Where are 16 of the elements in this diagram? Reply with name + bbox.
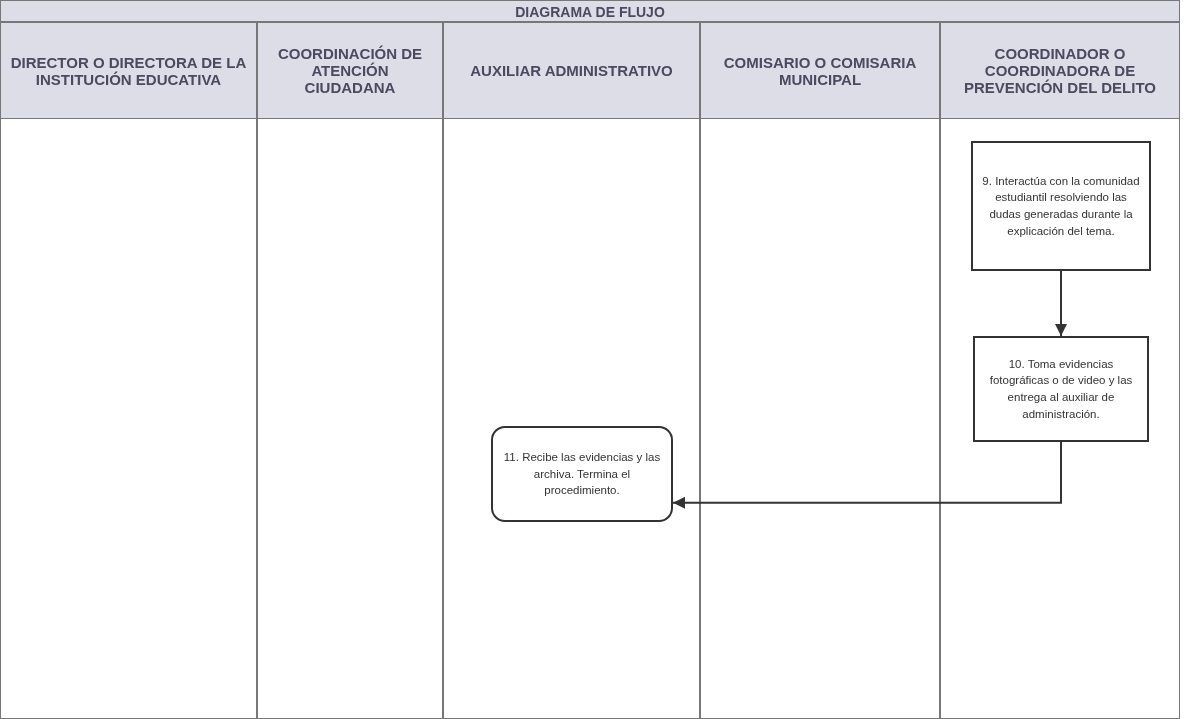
- arrow: [1055, 270, 1067, 337]
- arrow: [672, 441, 1062, 509]
- terminal-box: 11. Recibe las evidencias y las archiva. Termina el procedimiento.: [491, 426, 673, 522]
- swimlane: [700, 22, 940, 118]
- lane-header: DIRECTOR O DIRECTORA DE LA INSTITUCIÓN EDUCATIVA: [9, 53, 248, 88]
- swimlane: [443, 22, 700, 719]
- swimlane: [940, 22, 1180, 719]
- swimlane: [0, 22, 257, 118]
- process-box: 10. Toma evidencias fotográficas o de video y las entrega al auxiliar de administración.: [973, 336, 1149, 442]
- diagram-title: DIAGRAMA DE FLUJO: [0, 0, 1180, 22]
- swimlane: [257, 22, 443, 118]
- lane-header: COMISARIO O COMISARIA MUNICIPAL: [722, 53, 918, 88]
- lane-header: COORDINACIÓN DE ATENCIÓN CIUDADANA: [276, 45, 424, 96]
- lane-header: COORDINADOR O COORDINADORA DE PREVENCIÓN DEL DELITO: [963, 45, 1157, 96]
- process-box: 9. Interactúa con la comunidad estudiantil resolviendo las dudas generadas durante la explicación del tema.: [971, 141, 1151, 271]
- lane-header: AUXILIAR ADMINISTRATIVO: [470, 62, 673, 79]
